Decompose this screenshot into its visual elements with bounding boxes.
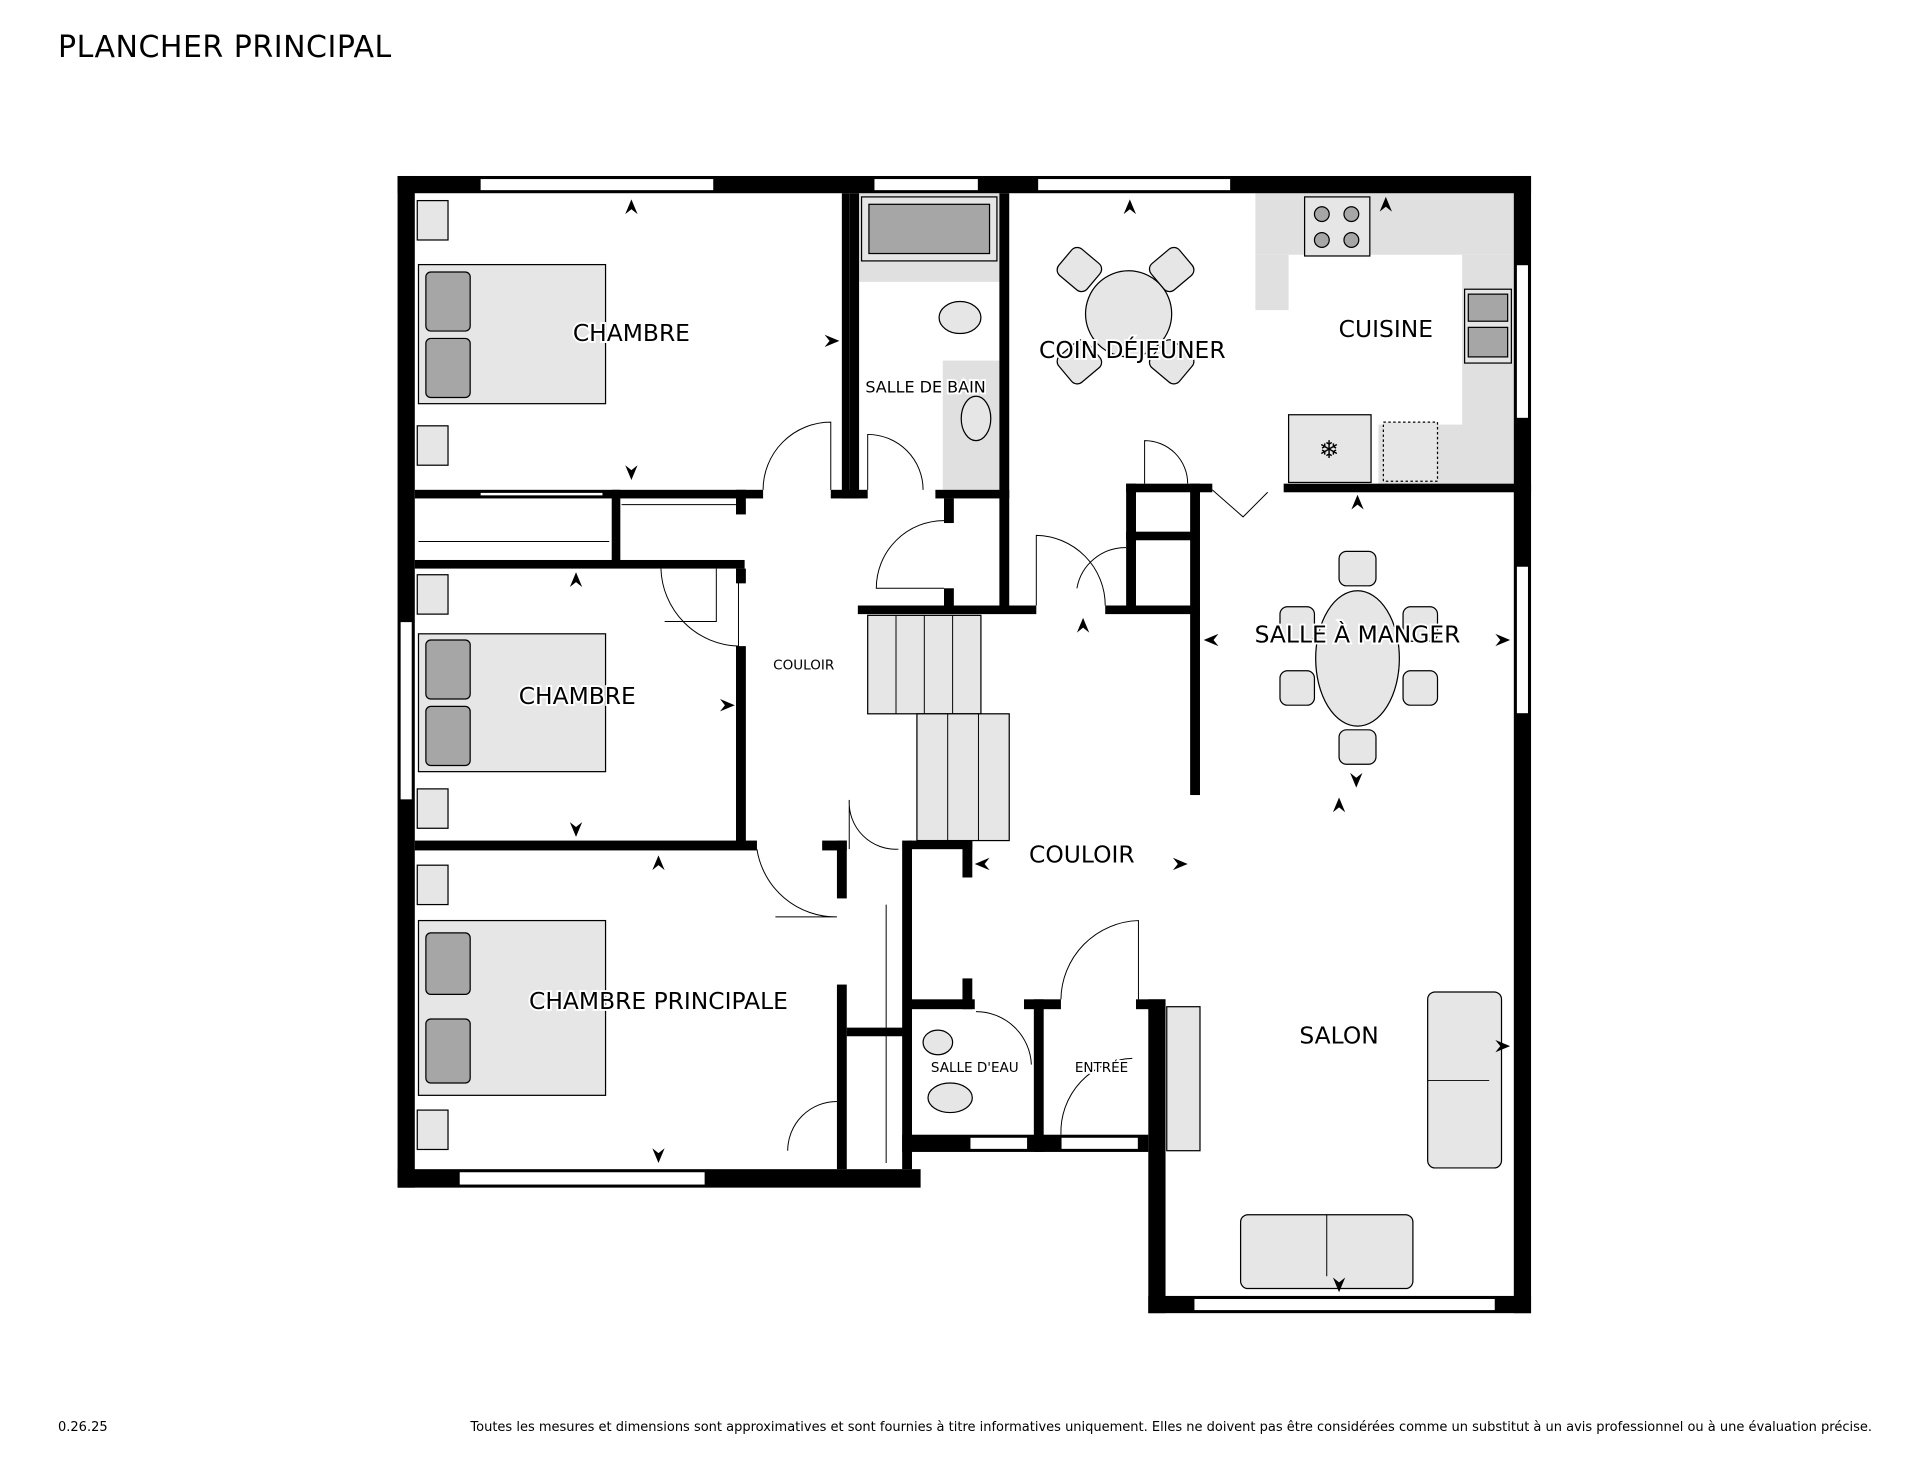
- plan-title: PLANCHER PRINCIPAL: [58, 30, 392, 65]
- bathtub: [860, 196, 998, 262]
- sink: [960, 395, 992, 442]
- windows: [399, 177, 1530, 1312]
- dishwasher: [1382, 421, 1439, 482]
- dining-table: [1279, 550, 1439, 765]
- staircase[interactable]: [867, 614, 1010, 842]
- bed: [417, 263, 607, 405]
- room-label-couloir: COULOIR: [773, 658, 834, 674]
- room-label-salle-deau: SALLE D'EAU: [931, 1060, 1019, 1076]
- room-label-entree: ENTRÉE: [1075, 1058, 1128, 1076]
- room-label-coin-dejeuner: COIN DÉJEUNER: [1039, 336, 1226, 364]
- fireplace: [1166, 1006, 1201, 1152]
- room-label-salle-de-bain: SALLE DE BAIN: [865, 378, 985, 397]
- sofa: [1239, 1214, 1414, 1290]
- doors: [660, 421, 1269, 1151]
- room-label-chambre-principale: CHAMBRE PRINCIPALE: [529, 987, 788, 1015]
- toilet: [938, 300, 982, 335]
- toilet: [927, 1082, 973, 1114]
- closet: [418, 504, 887, 1164]
- version-label: 0.26.25: [58, 1420, 108, 1435]
- sink: [922, 1029, 954, 1056]
- svg-text:❄: ❄: [1319, 435, 1340, 464]
- bed: [417, 633, 607, 773]
- view-arrows: [569, 196, 1511, 1293]
- disclaimer: Toutes les mesures et dimensions sont ap…: [470, 1420, 1872, 1435]
- breakfast-table: [1056, 246, 1195, 385]
- stove: [1303, 196, 1371, 257]
- room-label-couloir: COULOIR: [1029, 841, 1135, 869]
- room-label-chambre: CHAMBRE: [519, 682, 636, 710]
- room-label-cuisine: CUISINE: [1339, 315, 1433, 343]
- room-label-salon: SALON: [1299, 1022, 1378, 1050]
- kitchen-sink: [1463, 288, 1512, 364]
- bed: [417, 919, 607, 1096]
- refrigerator: ❄: [1287, 414, 1372, 484]
- room-label-salle-a-manger: SALLE À MANGER: [1255, 620, 1461, 648]
- nightstands: [416, 199, 449, 1151]
- room-label-chambre: CHAMBRE: [573, 319, 690, 347]
- sofa: [1427, 991, 1503, 1169]
